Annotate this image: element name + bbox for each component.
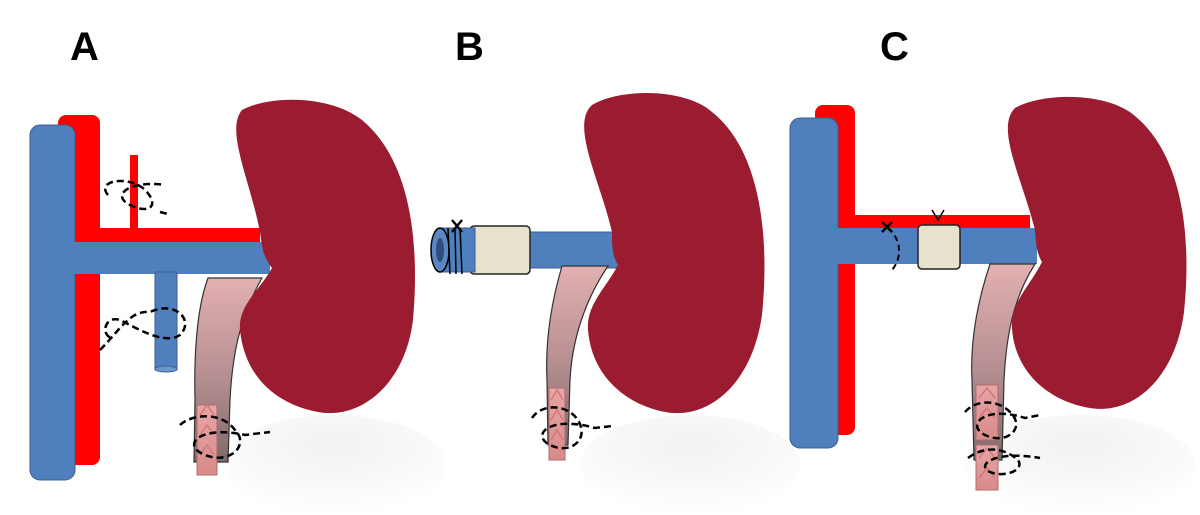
panel-a-shadow [225,415,445,515]
panel-b-label: B [455,25,484,69]
panel-a-vein [29,124,270,481]
panel-c-ureter [971,263,1037,491]
panel-c-kidney [1007,96,1187,409]
panel-a-sutures [99,179,271,459]
panel-b-kidney [584,93,765,414]
panel-b-sutures [530,406,613,450]
panel-c-label: C [880,25,909,69]
panel-c: C [789,25,1195,515]
panel-b-vein [430,219,621,275]
panel-b: B [430,25,800,515]
panel-a-label: A [70,25,99,69]
panel-a: A [29,25,445,515]
panel-a-kidney [236,99,416,414]
panel-b-shadow [580,415,800,515]
panel-c-shadow [965,415,1195,515]
panel-c-sutures [964,401,1041,476]
panel-c-vein [789,117,1037,449]
